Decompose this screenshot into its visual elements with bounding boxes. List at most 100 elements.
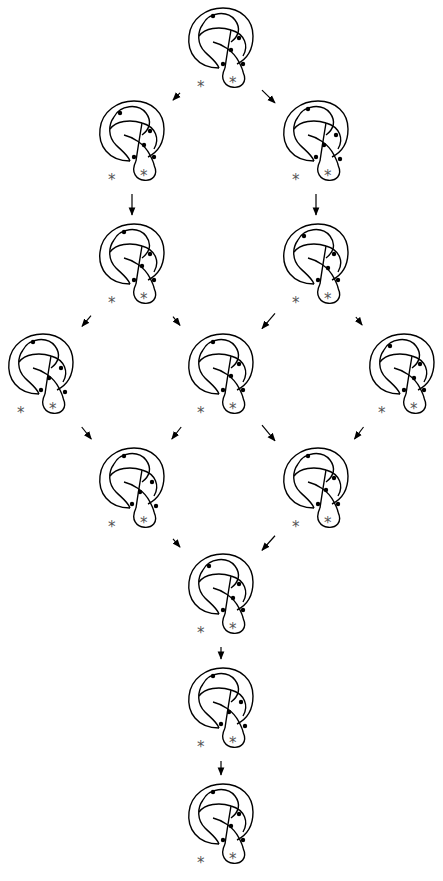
knot-drawing (183, 662, 259, 758)
knot-strand (284, 224, 348, 284)
arrow-connector (173, 93, 180, 100)
crossing-dot (326, 266, 330, 270)
knot-diagram: ** (183, 778, 259, 874)
crossing-dot (132, 278, 136, 282)
crossing-dot (132, 155, 136, 159)
knot-strand (110, 117, 130, 161)
crossing-dot (243, 724, 247, 728)
knot-strand (199, 28, 246, 56)
crossing-dot (227, 710, 231, 714)
knot-strand (9, 334, 73, 394)
knot-strand (284, 448, 348, 508)
crossing-dot (316, 278, 320, 282)
arrow-connector (82, 316, 91, 327)
basepoint-star: * (229, 402, 237, 417)
knot-drawing (94, 95, 170, 191)
knot-strand (110, 121, 157, 149)
crossing-dot (336, 502, 340, 506)
knot-strand (189, 8, 253, 68)
knot-drawing (278, 218, 354, 314)
knot-strand (124, 258, 154, 288)
basepoint-star: * (108, 296, 116, 311)
basepoint-star: * (292, 296, 300, 311)
crossing-dot (152, 155, 156, 159)
knot-strand (294, 468, 341, 496)
basepoint-star: * (292, 173, 300, 188)
crossing-dot (237, 582, 241, 586)
crossing-dot (211, 790, 215, 794)
arrow-connector (262, 536, 275, 551)
knot-strand (19, 354, 66, 382)
basepoint-star: * (17, 406, 25, 421)
knot-drawing (94, 442, 170, 538)
knot-strand (380, 350, 400, 394)
knot-strand (294, 117, 314, 161)
crossing-dot (237, 36, 241, 40)
knot-strand (370, 334, 434, 394)
knot-strand (199, 574, 246, 602)
knot-strand (294, 240, 314, 284)
knot-diagram: ** (94, 95, 170, 191)
knot-strand (19, 350, 39, 394)
crossing-dot (402, 388, 406, 392)
knot-diagram: ** (183, 662, 259, 758)
crossing-dot (221, 608, 225, 612)
crossing-dot (241, 838, 245, 842)
crossing-dot (122, 230, 126, 234)
knot-strand (199, 24, 219, 68)
crossing-dot (59, 366, 63, 370)
arrow-connector (82, 427, 92, 439)
knot-strand (199, 684, 219, 728)
crossing-dot (31, 340, 35, 344)
crossing-dot (231, 596, 235, 600)
crossing-dot (418, 362, 422, 366)
knot-strand (110, 464, 130, 508)
basepoint-star: * (229, 622, 237, 637)
knot-diagram: ** (183, 2, 259, 98)
basepoint-star: * (197, 740, 205, 755)
arrow-connector (173, 539, 180, 547)
arrow-connector (315, 194, 316, 215)
knot-drawing (183, 328, 259, 424)
crossing-dot (229, 48, 233, 52)
basepoint-star: * (108, 520, 116, 535)
knot-strand (199, 804, 246, 832)
knot-strand (294, 464, 314, 508)
crossing-dot (47, 376, 51, 380)
crossing-dot (130, 502, 134, 506)
crossing-dot (142, 143, 146, 147)
arrow-connector (220, 647, 221, 659)
knot-strand (189, 334, 253, 394)
crossing-dot (237, 812, 241, 816)
knot-strand (213, 588, 243, 618)
crossing-dot (229, 374, 233, 378)
crossing-dot (241, 62, 245, 66)
crossing-dot (241, 388, 245, 392)
knot-drawing (183, 2, 259, 98)
knot-strand (124, 482, 154, 512)
crossing-dot (412, 376, 416, 380)
crossing-dot (306, 107, 310, 111)
basepoint-star: * (324, 169, 332, 184)
knot-strand (308, 135, 338, 165)
basepoint-star: * (378, 406, 386, 421)
knot-strand (199, 570, 219, 614)
knot-strand (199, 688, 246, 716)
crossing-dot (221, 838, 225, 842)
arrow-connector (220, 761, 221, 775)
crossing-dot (118, 111, 122, 115)
crossing-dot (211, 674, 215, 678)
crossing-dot (332, 476, 336, 480)
knot-strand (284, 101, 348, 161)
basepoint-star: * (197, 406, 205, 421)
arrow-connector (356, 317, 362, 325)
crossing-dot (221, 388, 225, 392)
knot-drawing (183, 778, 259, 874)
knot-strand (199, 350, 219, 394)
knot-strand (199, 354, 246, 382)
crossing-dot (334, 133, 338, 137)
crossing-dot (324, 488, 328, 492)
crossing-dot (140, 264, 144, 268)
knot-strand (189, 554, 253, 614)
